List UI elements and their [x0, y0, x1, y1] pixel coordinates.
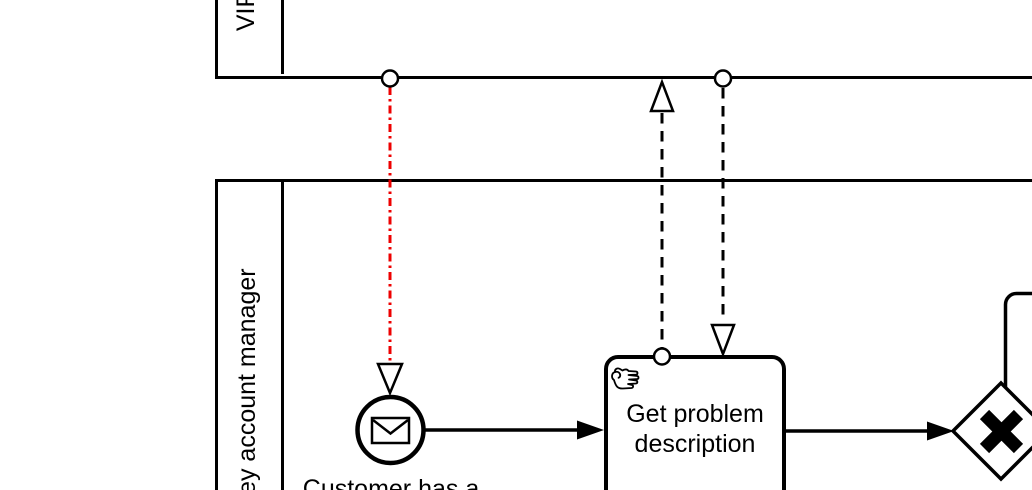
- start-event-label: Customer has a problem: [302, 475, 480, 490]
- sequence-flow-2-arrowhead-icon: [927, 421, 954, 441]
- pool-main[interactable]: [215, 179, 1032, 490]
- message-flow-red-source-circle-icon: [380, 69, 400, 88]
- message-flow-red-arrowhead-icon: [376, 362, 404, 397]
- envelope-icon: [370, 416, 411, 445]
- envelope-flap-icon: [372, 419, 409, 436]
- message-flow-up-source-circle-icon: [652, 347, 672, 366]
- lane-label-divider: [281, 182, 284, 490]
- pool-vip[interactable]: [215, 0, 1032, 79]
- manual-task-hand-icon: [611, 367, 640, 390]
- gateway-x-marker-icon: [979, 409, 1024, 454]
- task-label: Get problem description: [626, 400, 764, 458]
- sequence-flow-1-arrowhead-icon: [577, 420, 604, 440]
- message-flow-up-arrowhead-icon: [649, 78, 675, 113]
- message-flow-down-arrowhead-icon: [710, 323, 736, 358]
- task-partial-right[interactable]: [1003, 291, 1032, 424]
- pool-vip-label-divider: [281, 0, 284, 74]
- message-flow-down-source-circle-icon: [713, 69, 733, 88]
